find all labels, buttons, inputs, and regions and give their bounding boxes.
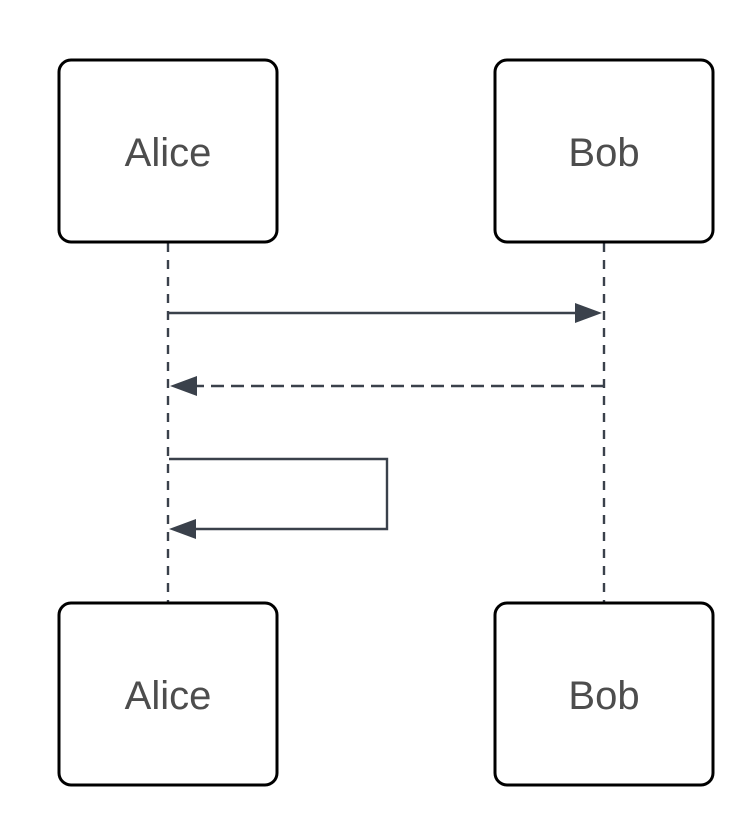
actor-box-top-alice[interactable]: Alice xyxy=(57,58,279,244)
actor-box-bottom-bob[interactable]: Bob xyxy=(493,601,715,787)
actor-label-bottom-bob: Bob xyxy=(568,674,639,718)
message-3-self-loop[interactable] xyxy=(169,457,389,539)
actor-box-bottom-alice[interactable]: Alice xyxy=(57,601,279,787)
actor-label-top-alice: Alice xyxy=(125,131,212,175)
actor-rect-bob xyxy=(493,601,715,787)
message-1-solid[interactable] xyxy=(168,303,602,323)
actor-box-top-bob[interactable]: Bob xyxy=(493,58,715,244)
actor-label-bottom-alice: Alice xyxy=(125,674,212,718)
arrowhead-right-icon xyxy=(575,303,602,323)
arrowhead-left-icon xyxy=(170,376,197,396)
message-2-dashed[interactable] xyxy=(170,376,604,396)
self-loop-line xyxy=(169,457,389,531)
actor-rect-bob xyxy=(493,58,715,244)
arrowhead-left-icon xyxy=(169,519,196,539)
actor-rect-alice xyxy=(57,601,279,787)
actor-rect-alice xyxy=(57,58,279,244)
actor-label-top-bob: Bob xyxy=(568,131,639,175)
